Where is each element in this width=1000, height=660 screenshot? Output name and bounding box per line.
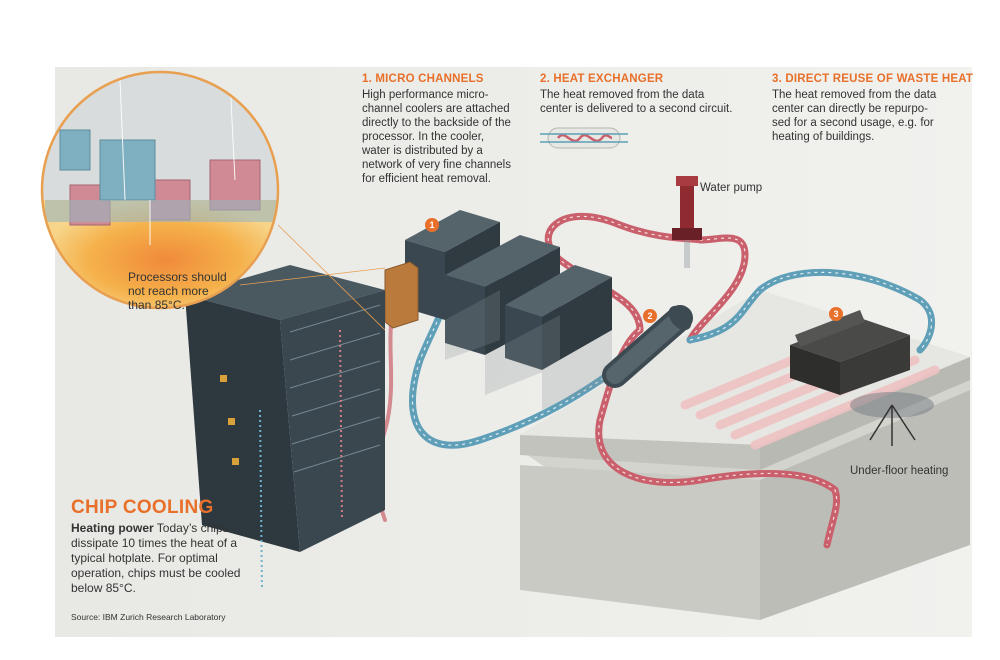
main-lead: Heating power — [71, 521, 154, 535]
server-row-3 — [505, 265, 612, 370]
water-pump — [672, 176, 702, 268]
heat-exchanger-icon — [540, 127, 628, 149]
magnified-chip — [42, 72, 278, 308]
main-body-text: Today’s chips dissipate 10 times the hea… — [71, 521, 241, 595]
heat-exchanger — [602, 305, 693, 388]
section-2-title: 2. HEAT EXCHANGER — [540, 73, 664, 85]
main-description: Heating power Today’s chips dissipate 10… — [71, 521, 241, 596]
source-note: Source: IBM Zurich Research Laboratory — [71, 612, 226, 622]
callout-lines — [239, 224, 386, 331]
section-1-body: High performance micro- channel coolers … — [362, 89, 511, 185]
sofa — [790, 310, 910, 395]
page-title: CHIP COOLING — [71, 497, 214, 518]
magnify-ring — [40, 70, 280, 310]
section-3-body: The heat removed from the data center ca… — [772, 89, 937, 143]
badge-2: 2 — [643, 309, 657, 323]
water-pump-label: Water pump — [700, 182, 763, 194]
server-rows — [384, 210, 612, 410]
under-floor-label: Under-floor heating — [850, 465, 949, 477]
server-rack — [185, 265, 385, 591]
badge-3: 3 — [829, 307, 843, 321]
processor-highlight — [384, 261, 419, 329]
section-1-title: 1. MICRO CHANNELS — [362, 73, 484, 85]
glass-table — [850, 392, 934, 446]
badge-1: 1 — [425, 218, 439, 232]
section-3-title: 3. DIRECT REUSE OF WASTE HEAT — [772, 73, 974, 85]
section-2-body: The heat removed from the data center is… — [540, 89, 733, 115]
processors-note: Processors should not reach more than 85… — [128, 270, 227, 312]
